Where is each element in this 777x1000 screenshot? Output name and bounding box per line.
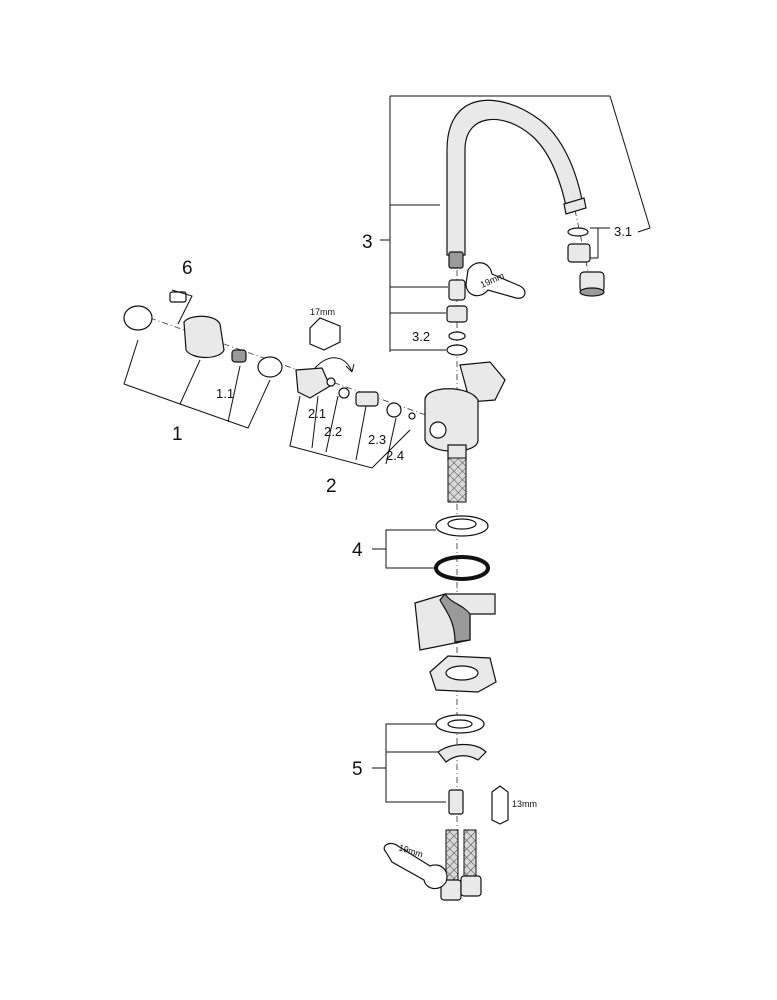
- callout-4: 4: [352, 540, 363, 561]
- callout-3: 3: [362, 232, 373, 253]
- mixer-body: [424, 361, 506, 462]
- lever-handle-parts: [123, 291, 283, 378]
- callout-labels: 6 1 1.1 2.1 2.2 2.3 2.4 2 3 3.1 3.2 4 5: [172, 224, 632, 780]
- fixing-parts: [435, 714, 487, 815]
- countertop-section: [414, 593, 496, 651]
- callout-2: 2: [326, 476, 337, 497]
- callout-1: 1: [172, 424, 183, 445]
- callout-3-1: 3.1: [614, 224, 632, 239]
- callout-2-4: 2.4: [386, 448, 404, 463]
- callout-2-1: 2.1: [308, 406, 326, 421]
- hex-key-13mm: 13mm: [491, 785, 537, 825]
- flex-hose-upper: [447, 457, 467, 503]
- hex-key-17mm-label: 17mm: [310, 307, 335, 317]
- hex-key-17mm: 17mm: [309, 307, 355, 373]
- callout-6: 6: [182, 258, 193, 279]
- leader-lines: [123, 95, 651, 803]
- callout-3-2: 3.2: [412, 329, 430, 344]
- supply-hoses: [440, 829, 482, 901]
- hex-key-13mm-label: 13mm: [512, 799, 537, 809]
- o-ring-black: [434, 555, 490, 581]
- mounting-plate: [429, 655, 497, 693]
- callout-2-3: 2.3: [368, 432, 386, 447]
- cartridge-parts: [295, 367, 416, 420]
- aerator-set: [567, 227, 605, 297]
- spout-seal-parts: [446, 279, 468, 356]
- mounting-rings: [434, 515, 490, 581]
- callout-1-1: 1.1: [216, 386, 234, 401]
- spout: [446, 99, 587, 269]
- callout-2-2: 2.2: [324, 424, 342, 439]
- callout-5: 5: [352, 759, 363, 780]
- wrench-19mm-spout: 19mm: [465, 262, 526, 299]
- wrench-19mm-hoses: 19mm: [383, 842, 448, 890]
